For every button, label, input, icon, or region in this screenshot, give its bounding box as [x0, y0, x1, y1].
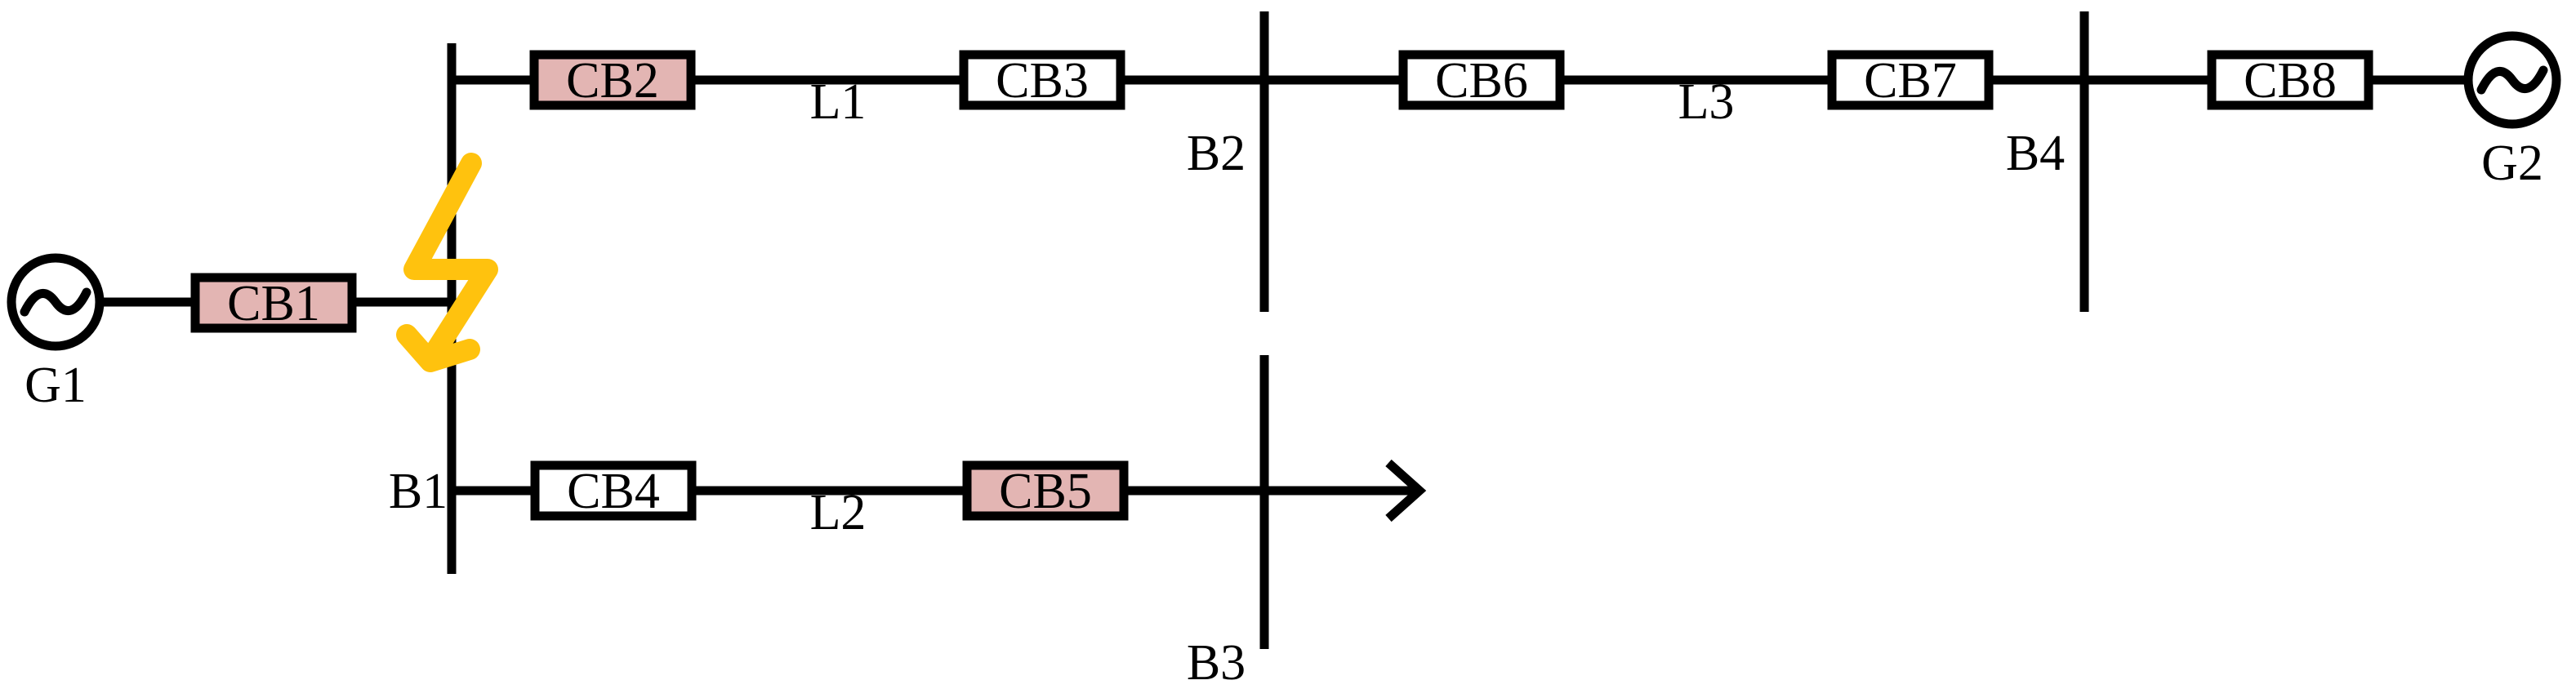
breaker-cb7-label: CB7: [1864, 53, 1957, 109]
breaker-cb8-box[interactable]: [2207, 50, 2373, 110]
breaker-cb4-label: CB4: [567, 464, 660, 519]
line-labels-layer: L1 L2 L3: [810, 74, 1735, 540]
breaker-cb4[interactable]: CB4: [530, 460, 697, 521]
breaker-cb3[interactable]: CB3: [959, 50, 1125, 110]
breaker-cb7-box[interactable]: [1827, 50, 1994, 110]
breaker-cb2-box[interactable]: [529, 50, 696, 110]
bus-b3-label: B3: [1187, 635, 1246, 691]
generator-g2[interactable]: G2: [2463, 31, 2561, 191]
breaker-cb7[interactable]: CB7: [1827, 50, 1994, 110]
bus-b2-label: B2: [1187, 126, 1246, 181]
wires-layer: [100, 75, 2468, 522]
sine-wave-icon: [20, 287, 91, 317]
sine-wave-icon: [2476, 65, 2548, 95]
breaker-cb1[interactable]: CB1: [190, 273, 357, 333]
line-l2-label: L2: [810, 485, 867, 540]
breaker-cb1-label: CB1: [227, 276, 320, 331]
lightning-bolt-arrowhead-icon: [396, 324, 480, 372]
breaker-cb6[interactable]: CB6: [1398, 50, 1565, 110]
line-l1-label: L1: [810, 74, 867, 130]
generator-g1-label: G1: [25, 358, 87, 413]
breaker-cb4-box[interactable]: [530, 460, 697, 521]
lightning-bolt-icon: [403, 153, 498, 370]
generator-g1[interactable]: G1: [7, 253, 105, 413]
load-arrow-icon: [1385, 459, 1427, 522]
breaker-cb1-box[interactable]: [190, 273, 357, 333]
breaker-cb3-label: CB3: [996, 53, 1089, 109]
bus-b4-label: B4: [2006, 126, 2065, 181]
breaker-cb2[interactable]: CB2: [529, 50, 696, 110]
breaker-cb5[interactable]: CB5: [962, 460, 1129, 521]
bus-b1-label: B1: [389, 464, 448, 519]
breaker-cb5-box[interactable]: [962, 460, 1129, 521]
breaker-cb6-box[interactable]: [1398, 50, 1565, 110]
breaker-cb8-label: CB8: [2244, 53, 2337, 109]
bus-labels-layer: B1 B2 B3 B4: [389, 126, 2065, 691]
breaker-cb2-label: CB2: [566, 53, 659, 109]
breaker-cb6-label: CB6: [1435, 53, 1528, 109]
line-l3-label: L3: [1678, 74, 1735, 130]
breaker-cb5-label: CB5: [999, 464, 1092, 519]
fault-indicator-b1[interactable]: [396, 153, 498, 372]
breaker-cb8[interactable]: CB8: [2207, 50, 2373, 110]
breaker-cb3-box[interactable]: [959, 50, 1125, 110]
generator-g2-label: G2: [2481, 136, 2543, 191]
